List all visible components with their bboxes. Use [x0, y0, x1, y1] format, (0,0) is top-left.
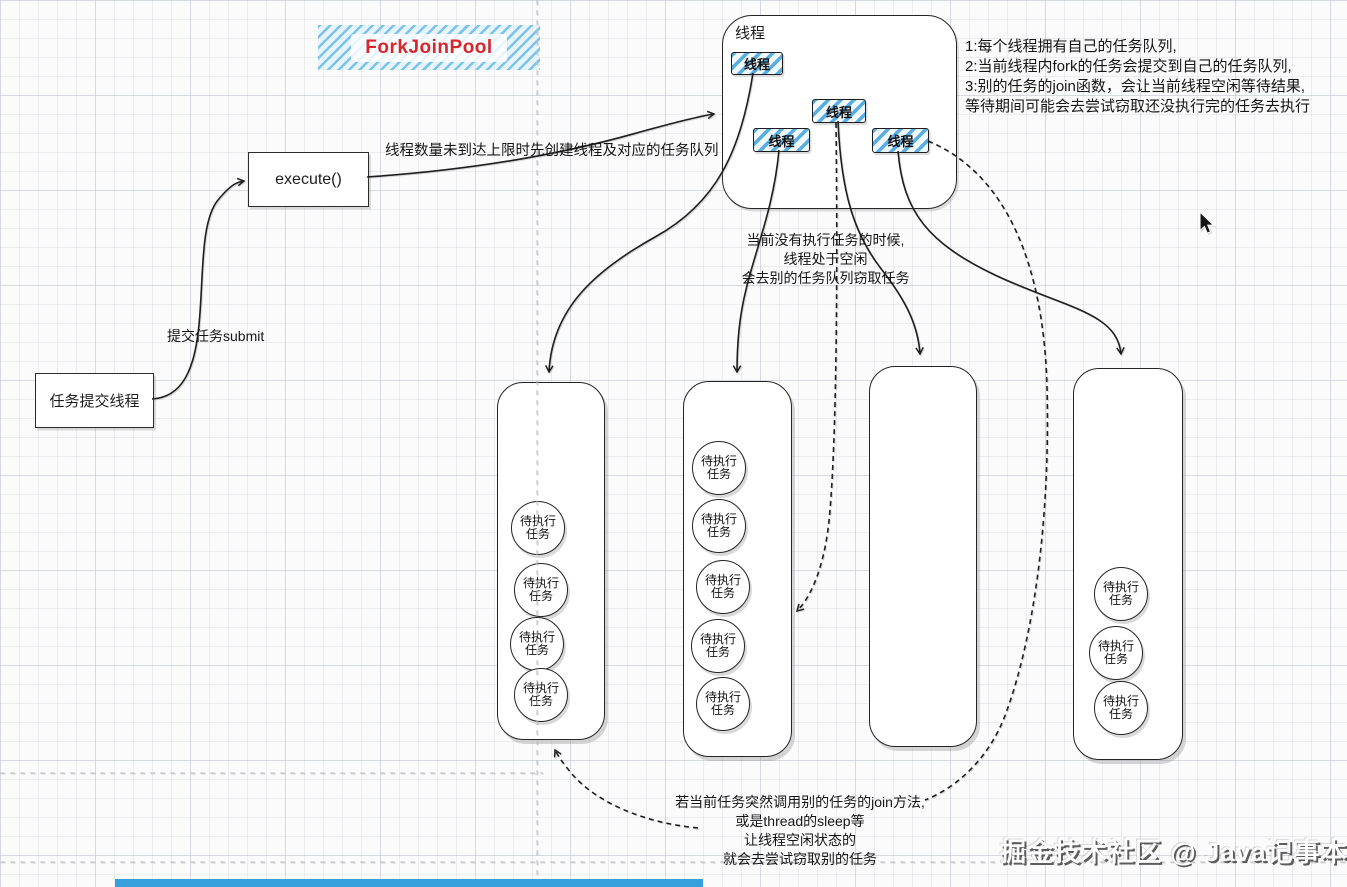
thread-pool-label: 线程: [735, 25, 766, 42]
join-note-line-2: 或是thread的sleep等: [735, 813, 865, 829]
pending-task-circle: 待执行任务: [696, 560, 750, 614]
idle-note-line-2: 线程处于空闲: [783, 251, 868, 267]
right-note-line-2: 2:当前线程内fork的任务会提交到自己的任务队列,: [965, 58, 1292, 75]
join-note-line-1: 若当前任务突然调用别的任务的join方法,: [675, 794, 925, 810]
pending-task-circle: 待执行任务: [1094, 681, 1148, 735]
idle-steal-note: 当前没有执行任务的时候, 线程处于空闲 会去别的任务队列窃取任务: [728, 231, 923, 288]
thread-box-1-label: 线程: [743, 57, 770, 72]
right-notes: 1:每个线程拥有自己的任务队列, 2:当前线程内fork的任务会提交到自己的任务…: [965, 37, 1310, 117]
pending-task-circle: 待执行任务: [691, 619, 745, 673]
diagram-title: ForkJoinPool: [351, 33, 507, 62]
pending-task-circle: 待执行任务: [1089, 626, 1143, 680]
bottom-blue-bar: [115, 879, 703, 887]
task-submitter-label: 任务提交线程: [49, 393, 140, 410]
right-note-line-1: 1:每个线程拥有自己的任务队列,: [965, 38, 1177, 55]
execute-box-label: execute(): [275, 170, 342, 188]
title-hatch-box: ForkJoinPool: [318, 25, 540, 70]
join-note-line-4: 就会去尝试窃取别的任务: [723, 851, 877, 867]
pending-task-circle: 待执行任务: [692, 499, 746, 553]
thread-box-2: 线程: [812, 99, 866, 123]
idle-note-line-3: 会去别的任务队列窃取任务: [741, 270, 910, 286]
pending-task-circle: 待执行任务: [514, 563, 568, 617]
pending-task-circle: 待执行任务: [692, 441, 746, 495]
thread-box-3-label: 线程: [768, 133, 795, 149]
execute-box: execute(): [248, 152, 369, 207]
create-thread-label: 线程数量未到达上限时先创建线程及对应的任务队列: [385, 143, 719, 159]
right-note-line-3: 3:别的任务的join函数，会让当前线程空闲等待结果,: [965, 78, 1306, 95]
pending-task-circle: 待执行任务: [696, 677, 750, 731]
pending-task-circle: 待执行任务: [1094, 567, 1148, 621]
right-note-line-4: 等待期间可能会去尝试窃取还没执行完的任务去执行: [965, 98, 1311, 115]
join-note-line-3: 让线程空闲状态的: [744, 832, 856, 848]
task-submitter-box: 任务提交线程: [35, 373, 154, 428]
watermark: 掘金技术社区 @ Java记事本: [1000, 837, 1347, 867]
thread-box-1: 线程: [731, 52, 783, 75]
join-steal-note: 若当前任务突然调用别的任务的join方法, 或是thread的sleep等 让线…: [620, 793, 980, 869]
pending-task-circle: 待执行任务: [510, 617, 564, 671]
submit-task-label: 提交任务submit: [167, 328, 265, 344]
thread-box-2-label: 线程: [825, 104, 852, 120]
pending-task-circle: 待执行任务: [514, 668, 568, 722]
idle-note-line-1: 当前没有执行任务的时候,: [746, 232, 905, 248]
pending-task-circle: 待执行任务: [511, 501, 565, 555]
